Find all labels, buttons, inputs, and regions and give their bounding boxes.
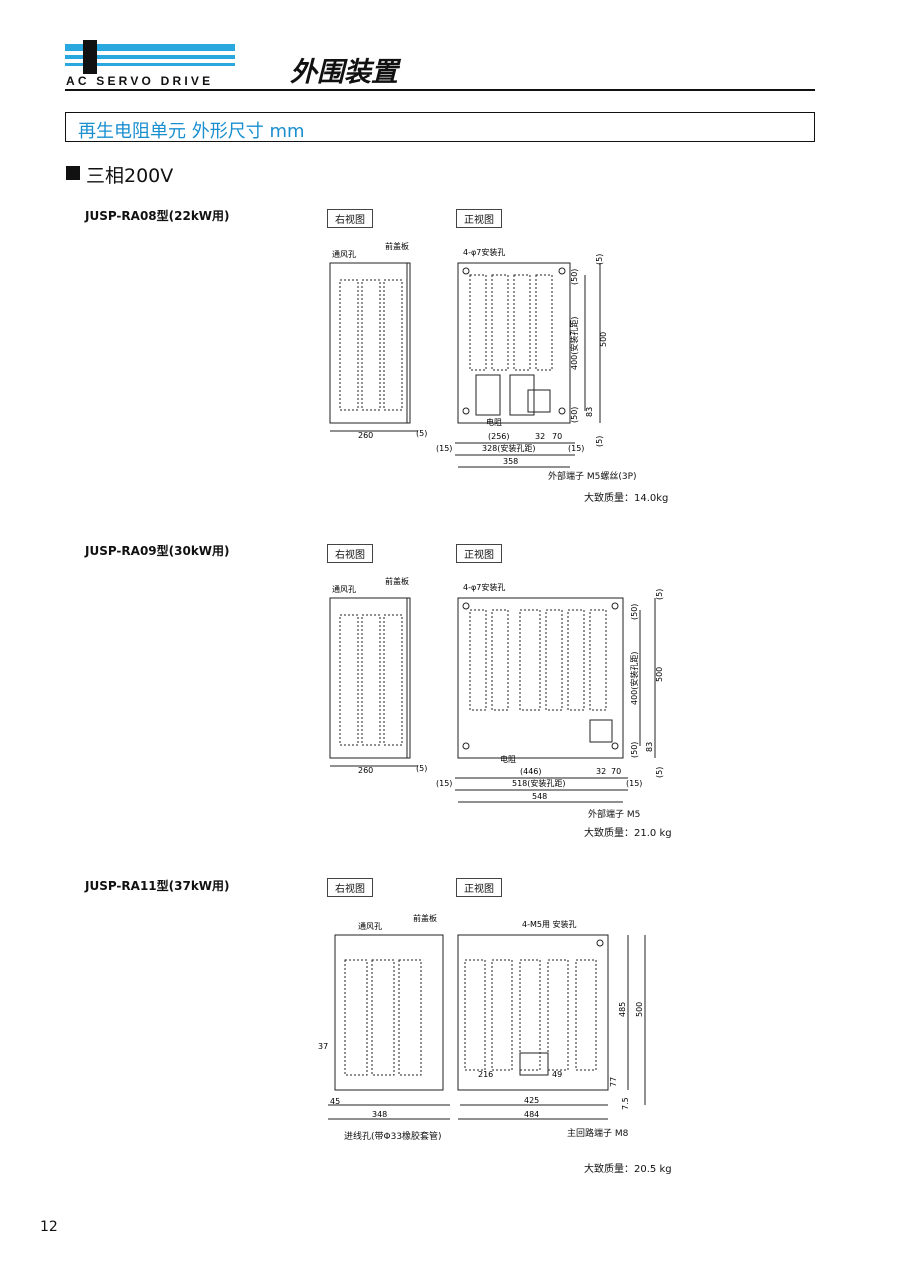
front-view-body [457, 597, 624, 759]
inlet-label: 进线孔(带Φ33橡胶套管) [344, 1132, 442, 1142]
logo-block [83, 40, 97, 74]
vent-slots [339, 279, 403, 411]
mass-label: 大致质量：14.0kg [584, 493, 669, 504]
terminal-block [519, 1052, 549, 1076]
dim-inner-w: (256) [488, 432, 510, 441]
right-view-label: 右视图 [327, 544, 373, 563]
drawing-ra09: 通风孔 前盖板 260 (5) 4-φ7安装孔 电阻 (446) 32 70 (… [329, 576, 664, 803]
mass-label: 大致质量：21.0 kg [584, 828, 672, 839]
page-number: 12 [40, 1219, 58, 1235]
vent-label: 通风孔 [358, 921, 382, 931]
dim-total-w: 358 [503, 457, 518, 466]
dim-83: 83 [645, 742, 654, 752]
dim-bot5: (5) [655, 767, 664, 778]
header-rule [65, 89, 815, 91]
terminal-label: 外部端子 M5 [588, 810, 641, 820]
dim-bot50: (50) [630, 742, 639, 758]
dim-70: 70 [611, 767, 621, 776]
dim-height: 500 [635, 1002, 644, 1017]
dim-top50: (50) [570, 269, 579, 285]
terminal-label: 主回路端子 M8 [567, 1129, 629, 1139]
logo-stripe [65, 55, 235, 59]
section-title: 再生电阻单元 外形尺寸 mm [78, 121, 305, 142]
terminal-block [527, 389, 551, 413]
page-title: 外围装置 [290, 57, 398, 88]
dim-inner-w: (446) [520, 767, 542, 776]
model-label: JUSP-RA09型(30kW用) [85, 544, 230, 558]
dim-bot5: (5) [595, 436, 604, 447]
mount-hole-label: 4-φ7安装孔 [463, 247, 505, 257]
front-view-label: 正视图 [456, 209, 502, 228]
dim-pitch: 425 [524, 1096, 539, 1105]
dim-top5: (5) [655, 589, 664, 600]
dim-bot50: (50) [570, 407, 579, 423]
front-view-label: 正视图 [456, 544, 502, 563]
dim-edge-l: (15) [436, 779, 452, 788]
dim-v-pitch: 400(安装孔距) [629, 651, 639, 705]
dim-485: 485 [618, 1002, 627, 1017]
front-view-body [457, 262, 571, 424]
dim-edge-l: (15) [436, 444, 452, 453]
terminal-label: 外部端子 M5螺丝(3P) [548, 472, 637, 482]
side-view-body [334, 934, 444, 1091]
vent-label: 通风孔 [332, 249, 356, 259]
dim-77: 77 [609, 1077, 618, 1087]
dim-pitch: 518(安装孔距) [512, 778, 566, 788]
dim-total-w: 548 [532, 792, 547, 801]
terminal-block [589, 719, 613, 743]
dim-7-5: 7.5 [621, 1097, 630, 1110]
dim-216: 216 [478, 1070, 493, 1079]
dim-side-off: (5) [416, 429, 427, 438]
dim-37: 37 [318, 1042, 328, 1051]
dim-32: 32 [596, 767, 606, 776]
dim-side-w: 260 [358, 431, 373, 440]
front-view-label: 正视图 [456, 878, 502, 897]
dim-70: 70 [552, 432, 562, 441]
dim-top50: (50) [630, 604, 639, 620]
right-view-label: 右视图 [327, 878, 373, 897]
dim-49: 49 [552, 1070, 562, 1079]
dim-total-w: 484 [524, 1110, 539, 1119]
section-subtitle: 三相200V [86, 165, 174, 187]
resistor-label: 电阻 [486, 417, 502, 427]
drawing-ra08: 通风孔 前盖板 260 (5) 4-φ7安装孔 电阻 (256) 32 70 (… [329, 241, 608, 468]
side-view-body [329, 262, 411, 424]
cover-label: 前盖板 [385, 241, 409, 251]
cover-label: 前盖板 [413, 913, 437, 923]
dim-83: 83 [585, 407, 594, 417]
logo-text: AC SERVO DRIVE [66, 74, 214, 88]
vent-label: 通风孔 [332, 584, 356, 594]
dim-side-off: (5) [416, 764, 427, 773]
dim-height: 500 [599, 332, 608, 347]
front-view-body [457, 934, 609, 1091]
cover-label: 前盖板 [385, 576, 409, 586]
drawing-ra11: 通风孔 前盖板 37 45 348 4-M5用 安装孔 216 49 425 4… [318, 913, 646, 1120]
dim-edge-r: (15) [626, 779, 642, 788]
bullet-square [66, 166, 80, 180]
dim-32: 32 [535, 432, 545, 441]
dim-side-w: 260 [358, 766, 373, 775]
dim-edge-r: (15) [568, 444, 584, 453]
dim-height: 500 [655, 667, 664, 682]
dim-top5: (5) [595, 254, 604, 265]
mass-label: 大致质量：20.5 kg [584, 1164, 672, 1175]
dim-side-w: 348 [372, 1110, 387, 1119]
right-view-label: 右视图 [327, 209, 373, 228]
mount-hole-label: 4-M5用 安装孔 [522, 919, 577, 929]
logo-stripe [65, 63, 235, 66]
mount-hole-label: 4-φ7安装孔 [463, 582, 505, 592]
dim-45: 45 [330, 1097, 340, 1106]
model-label: JUSP-RA11型(37kW用) [85, 879, 230, 893]
side-view-body [329, 597, 411, 759]
dim-v-pitch: 400(安装孔距) [569, 316, 579, 370]
section-box [65, 112, 815, 142]
resistor-label: 电阻 [500, 754, 516, 764]
model-label: JUSP-RA08型(22kW用) [85, 209, 230, 223]
logo-stripe [65, 44, 235, 51]
dim-pitch: 328(安装孔距) [482, 443, 536, 453]
